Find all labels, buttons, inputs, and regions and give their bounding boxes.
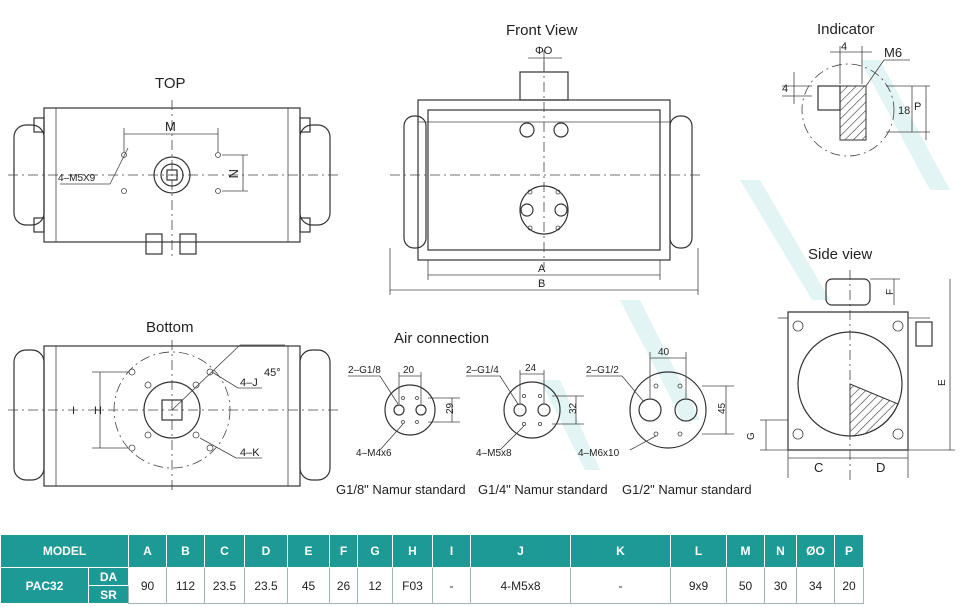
type-sr: SR bbox=[88, 585, 129, 604]
dim-2-g18: 2–G1/8 bbox=[348, 365, 381, 376]
dim-ind-p: P bbox=[914, 101, 921, 113]
bottom-view-title: Bottom bbox=[146, 319, 194, 336]
header-h: H bbox=[392, 534, 433, 568]
dim-e: E bbox=[937, 379, 948, 386]
dim-ind-4a: 4 bbox=[841, 41, 847, 53]
dim-4-m4x6: 4–M4x6 bbox=[356, 448, 392, 459]
cell-m: 50 bbox=[726, 567, 765, 604]
front-view: Front View ΦO A B bbox=[389, 22, 700, 295]
cell-p: 20 bbox=[834, 567, 864, 604]
spec-table: MODEL A B C D E F G H I J K L M N ØO P P… bbox=[0, 534, 864, 604]
header-o: ØO bbox=[796, 534, 835, 568]
top-view: TOP M N 4–M5X9 bbox=[8, 75, 340, 260]
cell-l: 9x9 bbox=[670, 567, 727, 604]
header-p: P bbox=[834, 534, 864, 568]
cell-n: 30 bbox=[764, 567, 797, 604]
cell-a: 90 bbox=[128, 567, 167, 604]
cell-i: - bbox=[432, 567, 471, 604]
dim-40: 40 bbox=[658, 347, 670, 358]
dim-b: B bbox=[538, 278, 545, 290]
header-d: D bbox=[244, 534, 288, 568]
dim-a: A bbox=[538, 263, 546, 275]
dim-45deg: 45° bbox=[264, 367, 281, 379]
dim-i: I bbox=[72, 405, 75, 417]
cell-e: 45 bbox=[287, 567, 330, 604]
dim-c: C bbox=[814, 460, 823, 475]
dim-4k: 4–K bbox=[240, 447, 260, 459]
cell-j: 4-M5x8 bbox=[470, 567, 571, 604]
dim-phi-o: ΦO bbox=[535, 45, 553, 57]
cell-g: 12 bbox=[357, 567, 393, 604]
model-name: PAC32 bbox=[0, 567, 89, 604]
dim-n: N bbox=[226, 169, 241, 178]
header-g: G bbox=[357, 534, 393, 568]
dim-h: H bbox=[94, 405, 102, 417]
dim-f: F bbox=[885, 289, 896, 295]
dim-m: M bbox=[165, 119, 176, 134]
cell-d: 23.5 bbox=[244, 567, 288, 604]
caption-g12: G1/2" Namur standard bbox=[622, 482, 752, 497]
dim-4-m6x10: 4–M6x10 bbox=[578, 448, 620, 459]
side-view-title: Side view bbox=[808, 246, 872, 263]
indicator-title: Indicator bbox=[817, 21, 875, 38]
cell-k: - bbox=[570, 567, 671, 604]
header-a: A bbox=[128, 534, 167, 568]
dim-32: 32 bbox=[568, 402, 579, 414]
dim-24: 24 bbox=[525, 363, 537, 374]
indicator-view: Indicator 4 M6 4 18 P bbox=[782, 21, 930, 157]
cell-h: F03 bbox=[392, 567, 433, 604]
header-n: N bbox=[764, 534, 797, 568]
side-view: Side view F E G C D bbox=[746, 246, 955, 480]
header-c: C bbox=[204, 534, 245, 568]
top-view-title: TOP bbox=[155, 75, 186, 92]
dim-29: 29 bbox=[445, 402, 456, 414]
dim-d: D bbox=[876, 460, 885, 475]
header-model: MODEL bbox=[0, 534, 129, 568]
header-e: E bbox=[287, 534, 330, 568]
header-i: I bbox=[432, 534, 471, 568]
cell-f: 26 bbox=[329, 567, 358, 604]
dim-ind-4b: 4 bbox=[782, 83, 788, 95]
header-f: F bbox=[329, 534, 358, 568]
table-row: SR bbox=[1, 585, 864, 604]
dim-2-g12: 2–G1/2 bbox=[586, 365, 619, 376]
dim-m5x9: 4–M5X9 bbox=[58, 173, 96, 184]
air-connection: Air connection 20 2–G1/8 29 4–M4x6 G1/8"… bbox=[336, 330, 752, 497]
cell-o: 34 bbox=[796, 567, 835, 604]
front-view-title: Front View bbox=[506, 22, 578, 39]
bottom-view: Bottom H I 45° 4–J 4–K bbox=[8, 319, 340, 494]
dim-g: G bbox=[746, 432, 757, 440]
caption-g14: G1/4" Namur standard bbox=[478, 482, 608, 497]
header-m: M bbox=[726, 534, 765, 568]
dim-4j: 4–J bbox=[240, 377, 258, 389]
cell-b: 112 bbox=[166, 567, 205, 604]
dim-20: 20 bbox=[403, 365, 415, 376]
dim-45: 45 bbox=[717, 402, 728, 414]
dim-2-g14: 2–G1/4 bbox=[466, 365, 499, 376]
air-connection-title: Air connection bbox=[394, 330, 489, 347]
caption-g18: G1/8" Namur standard bbox=[336, 482, 466, 497]
table-row: PAC32 DA 90 112 23.5 23.5 45 26 12 F03 -… bbox=[0, 567, 864, 604]
dim-ind-m6: M6 bbox=[884, 45, 902, 60]
type-da: DA bbox=[88, 567, 129, 586]
table-header-row: MODEL A B C D E F G H I J K L M N ØO P bbox=[0, 534, 864, 568]
header-k: K bbox=[570, 534, 671, 568]
dim-4-m5x8: 4–M5x8 bbox=[476, 448, 512, 459]
header-b: B bbox=[166, 534, 205, 568]
header-j: J bbox=[470, 534, 571, 568]
technical-drawing: TOP M N 4–M5X9 Front View bbox=[8, 21, 955, 497]
header-l: L bbox=[670, 534, 727, 568]
watermark bbox=[540, 60, 950, 470]
cell-c: 23.5 bbox=[204, 567, 245, 604]
dim-ind-18: 18 bbox=[898, 105, 910, 117]
